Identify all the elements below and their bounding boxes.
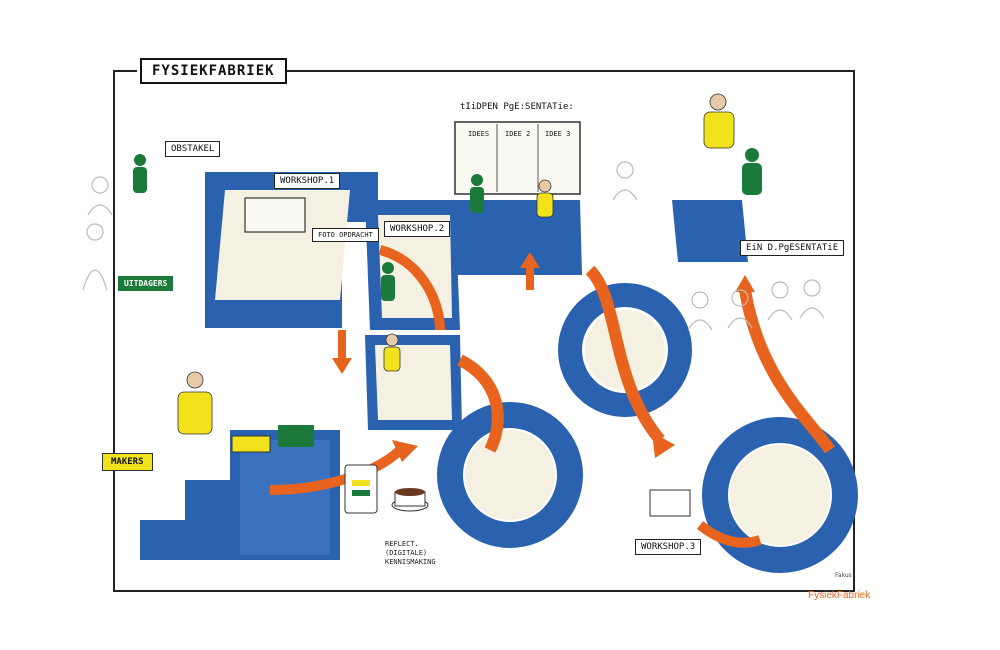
- sticky-note-yellow: [231, 435, 271, 453]
- people-green: [133, 148, 762, 301]
- coffee-cup: [391, 488, 429, 512]
- brand-name: FysiekFabriek: [808, 590, 871, 601]
- frame-top-left: [113, 70, 137, 72]
- label-workshop3: WORKSHOP.3: [635, 539, 702, 555]
- label-workshop1: WORKSHOP.1: [274, 173, 341, 189]
- label-workshop2: WORKSHOP.2: [384, 221, 451, 237]
- steps-face: [240, 440, 330, 555]
- label-eind-presentatie: EiN D.PgESENTATiE: [740, 240, 845, 256]
- arrow-ring3: [696, 521, 762, 548]
- sticky-note-green: [278, 425, 314, 447]
- scene-frame: [113, 70, 855, 592]
- arrow-ring2: [585, 265, 665, 444]
- workshop1-board: [244, 197, 306, 233]
- idea-3-label: IDEE 3: [545, 130, 571, 138]
- audience-sketch: [82, 161, 825, 331]
- laptop: [649, 489, 691, 517]
- label-tijdens-presentatie: tIiDPEN PgE:SENTATie:: [455, 100, 579, 114]
- idea-1-label: IDEES: [468, 130, 490, 138]
- label-foto-opdracht: FOTO OPDRACHT: [312, 228, 379, 242]
- label-makers: MAKERS: [102, 453, 153, 471]
- frame-top-right: [270, 70, 853, 72]
- artist-credit: Fakus: [835, 572, 852, 579]
- ring-3: [702, 417, 858, 573]
- label-uitdagers: UITDAGERS: [118, 276, 174, 291]
- page-title: FYSIEKFABRIEK: [140, 58, 287, 84]
- arrow-ring1: [457, 354, 504, 453]
- tablet: [344, 464, 378, 514]
- idea-2-label: IDEE 2: [505, 130, 531, 138]
- presentation-platform: [452, 200, 582, 275]
- ring-1: [437, 402, 583, 548]
- end-presentation-platform: [672, 200, 748, 262]
- label-reflectie: REFLECT. (DIGITALE) KENNISMAKING: [385, 540, 436, 566]
- label-obstakel: OBSTAKEL: [165, 141, 221, 157]
- arrow-end: [739, 289, 835, 454]
- arrow-w2: [378, 245, 445, 331]
- people-yellow: [177, 93, 735, 435]
